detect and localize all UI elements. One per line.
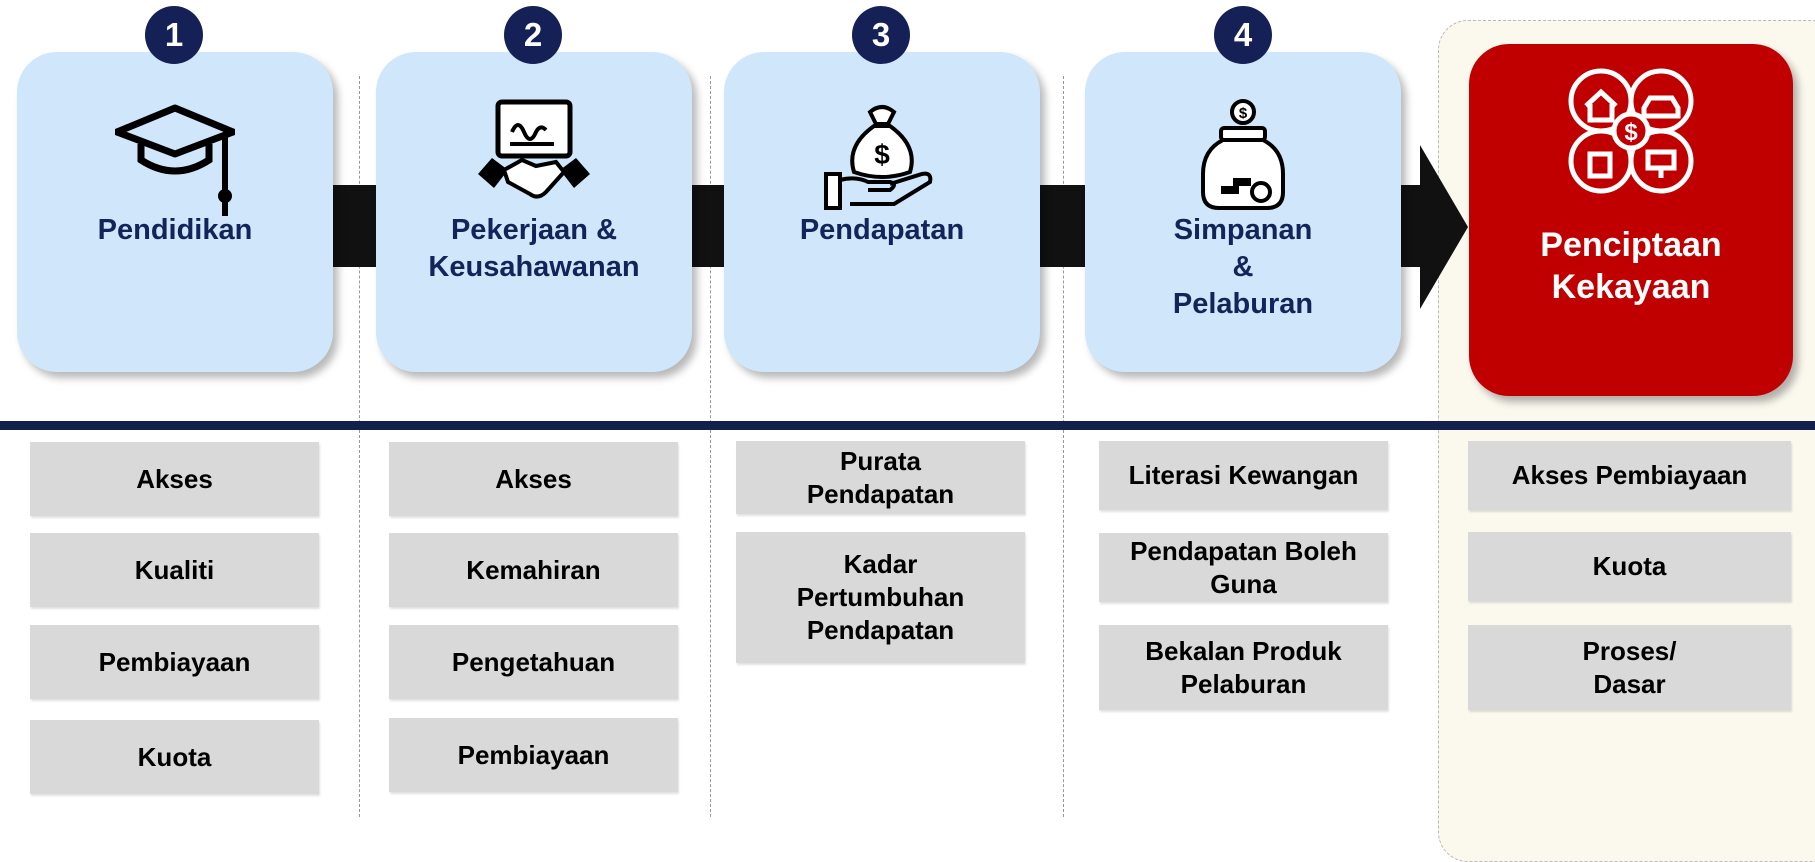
connector-bar: [330, 185, 378, 267]
column-separator: [359, 76, 360, 817]
list-item: Pembiayaan: [30, 625, 319, 699]
graduation-cap-icon: [115, 104, 235, 216]
list-item: Kuota: [30, 720, 319, 794]
stage-label: Pendapatan: [799, 214, 965, 246]
column-separator: [1063, 76, 1064, 817]
stage-label: Pendidikan: [97, 214, 253, 246]
step-badge-4: 4: [1214, 6, 1272, 64]
list-item: Akses: [389, 442, 678, 516]
stage-card-pendapatan: $ Pendapatan: [724, 52, 1040, 372]
list-item: Kualiti: [30, 533, 319, 607]
connector-bar: [1037, 185, 1087, 267]
step-badge-1: 1: [145, 6, 203, 64]
list-item: Purata Pendapatan: [736, 441, 1025, 514]
stage-label: Pelaburan: [1172, 288, 1314, 320]
stage-label: &: [1232, 251, 1254, 283]
final-stage-label: Kekayaan: [1551, 268, 1711, 306]
list-item: Pengetahuan: [389, 625, 678, 699]
handshake-contract-icon: [478, 99, 590, 199]
savings-jar-icon: $: [1201, 99, 1285, 210]
list-item: Pembiayaan: [389, 718, 678, 792]
stage-card-simpanan: $ Simpanan & Pelaburan: [1085, 52, 1401, 372]
money-bag-hand-icon: $: [824, 105, 933, 210]
step-badge-2: 2: [504, 6, 562, 64]
svg-text:$: $: [1239, 105, 1248, 122]
stage-card-pekerjaan: Pekerjaan & Keusahawanan: [376, 52, 692, 372]
column-separator: [710, 76, 711, 817]
svg-text:$: $: [1624, 119, 1638, 146]
stage-card-pendidikan: Pendidikan: [17, 52, 333, 372]
list-item: Kemahiran: [389, 533, 678, 607]
list-item: Akses Pembiayaan: [1468, 441, 1791, 510]
stage-label: Pekerjaan &: [450, 214, 618, 246]
section-divider: [0, 421, 1815, 430]
list-item: Literasi Kewangan: [1099, 441, 1388, 510]
list-item: Bekalan Produk Pelaburan: [1099, 625, 1388, 710]
list-item: Kuota: [1468, 532, 1791, 601]
stage-label: Keusahawanan: [428, 251, 640, 283]
list-item: Pendapatan Boleh Guna: [1099, 533, 1388, 602]
list-item: Kadar Pertumbuhan Pendapatan: [736, 532, 1025, 663]
svg-text:$: $: [874, 139, 890, 170]
stage-label: Simpanan: [1173, 214, 1313, 246]
stage-card-penciptaan-kekayaan: $ Penciptaan Kekayaan: [1469, 44, 1793, 396]
list-item: Akses: [30, 442, 319, 516]
final-stage-label: Penciptaan: [1540, 226, 1722, 264]
arrow-head-icon: [1420, 145, 1468, 309]
list-item: Proses/ Dasar: [1468, 625, 1791, 710]
step-badge-3: 3: [852, 6, 910, 64]
wealth-assets-icon: $: [1568, 68, 1694, 194]
